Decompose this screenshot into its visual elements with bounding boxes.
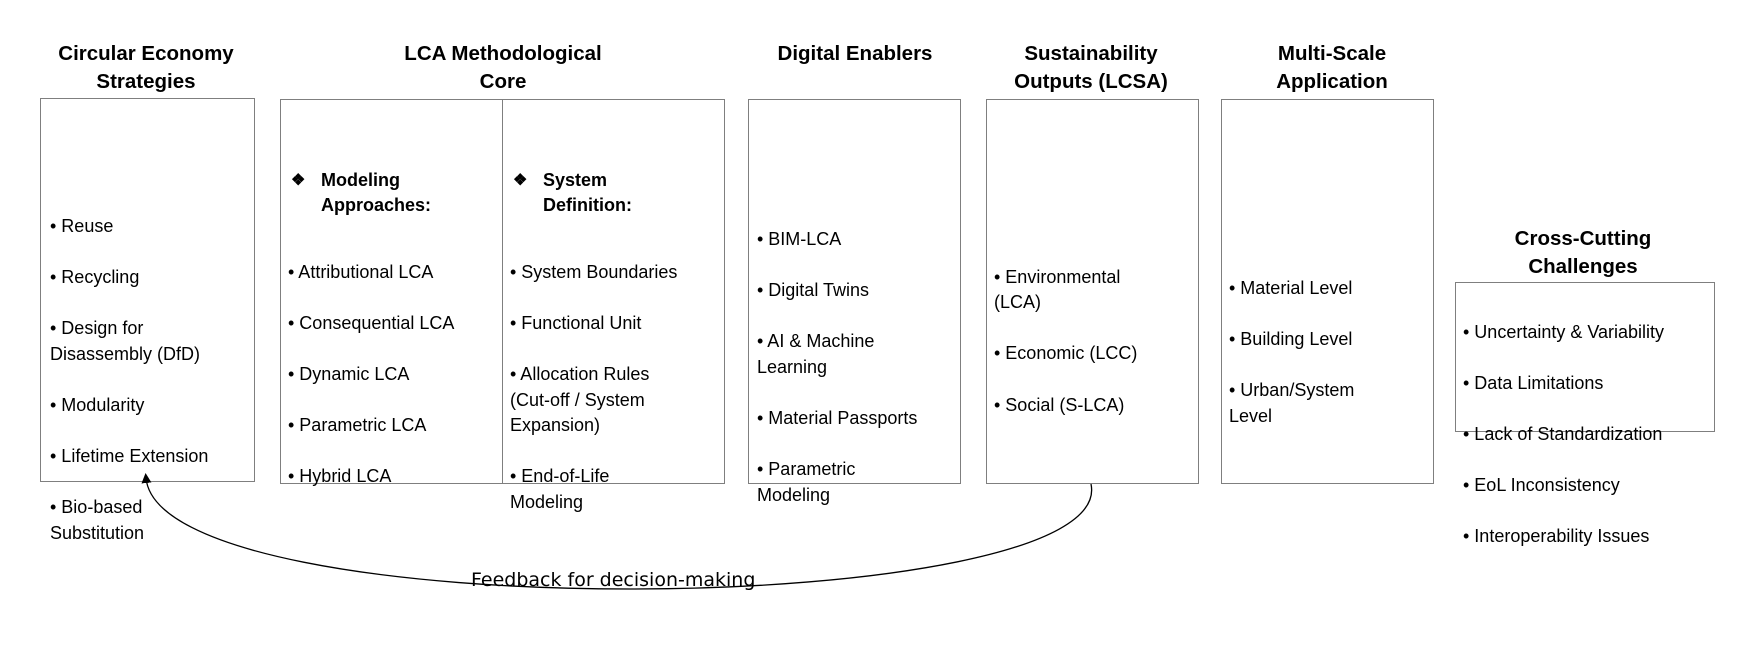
multi-scale-list: • Material Level • Building Level • Urba…	[1229, 250, 1433, 455]
list-item: • EoL Inconsistency	[1463, 475, 1620, 496]
feedback-curve	[141, 473, 1092, 590]
list-item: • Uncertainty & Variability	[1463, 321, 1665, 342]
modeling-approaches-list: • Attributional LCA • Consequential LCA …	[288, 234, 502, 516]
multi-scale-box	[1221, 99, 1434, 484]
sustainability-outputs-list: • Environmental (LCA) • Economic (LCC) •…	[994, 239, 1198, 444]
list-item: • Material Passports	[757, 407, 918, 428]
list-item: • Dynamic LCA	[288, 363, 410, 384]
list-item: • Building Level	[1229, 328, 1353, 349]
sustainability-outputs-box	[986, 99, 1199, 484]
list-item: • Urban/System Level	[1229, 379, 1355, 426]
list-item: • System Boundaries	[510, 261, 678, 282]
multi-scale-title: Multi-Scale Application	[1276, 42, 1388, 93]
list-item: • Reuse	[50, 215, 114, 236]
list-item: • Interoperability Issues	[1463, 526, 1650, 547]
list-item: • End-of-Life Modeling	[510, 466, 610, 512]
list-item: • Recycling	[50, 266, 140, 287]
list-item: • Lifetime Extension	[50, 445, 209, 466]
lca-core-right-box	[502, 99, 725, 484]
list-item: • Lack of Standardization	[1463, 423, 1663, 444]
circular-economy-title: Circular Economy Strategies	[58, 42, 234, 93]
feedback-label: Feedback for decision-making	[471, 569, 756, 591]
list-item: • Bio-based Substitution	[50, 497, 145, 543]
lca-core-title: LCA Methodological Core	[404, 42, 602, 93]
list-item: • BIM-LCA	[757, 228, 842, 249]
digital-enablers-box	[748, 99, 961, 484]
circular-economy-list: • Reuse • Recycling • Design for Disasse…	[50, 188, 250, 572]
lca-core-left-box	[280, 99, 503, 484]
list-item: • Social (S-LCA)	[994, 394, 1125, 415]
sustainability-outputs-title: Sustainability Outputs (LCSA)	[1014, 42, 1168, 93]
digital-enablers-list: • BIM-LCA • Digital Twins • AI & Machine…	[757, 201, 961, 534]
list-item: • Hybrid LCA	[288, 466, 392, 487]
list-item: • Digital Twins	[757, 279, 870, 300]
list-item: • AI & Machine Learning	[757, 330, 875, 377]
list-item: • Material Level	[1229, 277, 1353, 298]
diamond-bullet-icon: ❖	[291, 172, 306, 189]
list-item: • Design for Disassembly (DfD)	[50, 317, 201, 364]
system-definition-heading: ❖ System Definition:	[513, 170, 632, 215]
digital-enablers-title: Digital Enablers	[777, 42, 933, 65]
list-item: • Functional Unit	[510, 312, 642, 333]
list-item: • Modularity	[50, 394, 145, 415]
list-item: • Consequential LCA	[288, 312, 455, 333]
diamond-bullet-icon: ❖	[513, 172, 528, 189]
modeling-approaches-heading: ❖ Modeling Approaches:	[291, 170, 432, 215]
list-item: • Allocation Rules (Cut-off / System Exp…	[510, 363, 650, 436]
list-item: • Environmental (LCA)	[994, 266, 1121, 313]
cross-cutting-box	[1455, 282, 1715, 432]
circular-economy-box	[40, 98, 255, 482]
list-item: • Economic (LCC)	[994, 343, 1138, 364]
cross-cutting-title: Cross-Cutting Challenges	[1514, 227, 1652, 278]
list-item: • Parametric LCA	[288, 415, 427, 436]
system-definition-list: • System Boundaries • Functional Unit • …	[510, 234, 724, 541]
list-item: • Data Limitations	[1463, 372, 1604, 393]
list-item: • Parametric Modeling	[757, 458, 856, 505]
cross-cutting-list: • Uncertainty & Variability • Data Limit…	[1463, 294, 1715, 576]
list-item: • Attributional LCA	[288, 261, 434, 282]
